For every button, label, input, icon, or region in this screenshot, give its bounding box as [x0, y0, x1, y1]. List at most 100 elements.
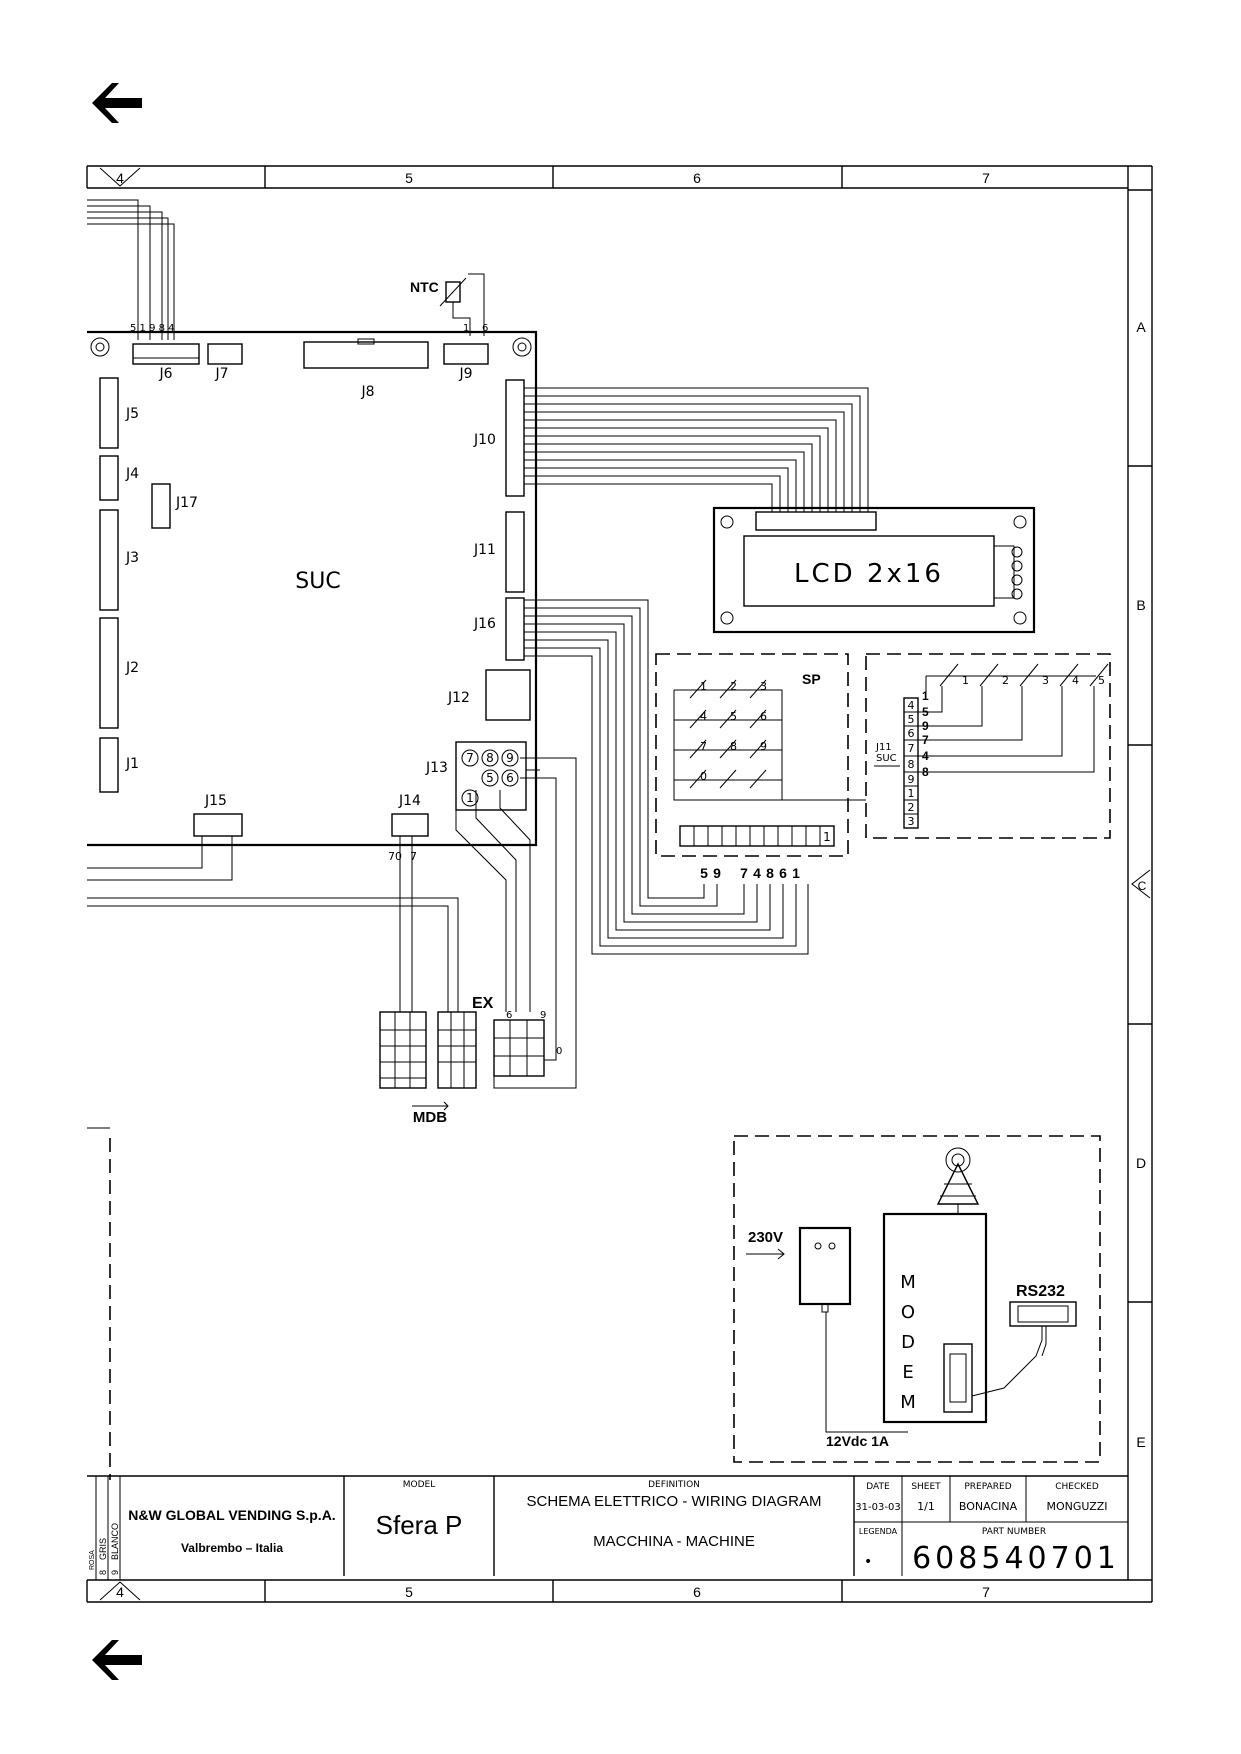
- connector-j8: [303, 341, 429, 369]
- svg-text:3: 3: [1042, 674, 1049, 687]
- power-adapter: [798, 1226, 852, 1306]
- j9-pin-1: 1: [463, 323, 469, 334]
- svg-text:4: 4: [922, 749, 929, 763]
- key: 4: [700, 710, 707, 723]
- col-label-bottom: 4: [116, 1584, 124, 1600]
- key: 1: [700, 680, 707, 693]
- svg-text:9: 9: [713, 865, 721, 881]
- j15-j14-wires: [87, 757, 577, 1089]
- checked-header: CHECKED: [1055, 1482, 1099, 1492]
- antenna-icon: [936, 1147, 980, 1214]
- svg-text:1: 1: [962, 674, 969, 687]
- j12-label: J12: [447, 690, 470, 706]
- connector-j9: [443, 343, 489, 365]
- svg-text:GRIS: GRIS: [98, 1538, 108, 1560]
- svg-text:6: 6: [779, 865, 787, 881]
- j10-label: J10: [473, 432, 496, 448]
- row-label: A: [1136, 319, 1146, 335]
- svg-text:1: 1: [908, 787, 915, 800]
- svg-text:8: 8: [98, 1570, 108, 1575]
- date-header: DATE: [866, 1482, 890, 1492]
- back-arrow-top[interactable]: [92, 83, 144, 123]
- j13-pin: 1: [466, 791, 474, 805]
- keypad-bus-wires: [524, 599, 809, 955]
- row-labels: A B C D E: [1136, 319, 1147, 1450]
- button-panel: 1 2 3 4 5 4 5 6 7 8 9 1 2 3 1 5 9 7 4 8 …: [865, 653, 1111, 839]
- sheet-value: 1/1: [917, 1500, 935, 1513]
- lcd-bus-wires: [524, 387, 869, 512]
- key: 5: [730, 710, 737, 723]
- j9-pin-6: 6: [482, 323, 488, 334]
- svg-text:7: 7: [908, 742, 915, 755]
- ntc-label: NTC: [410, 279, 439, 295]
- j16-label: J16: [473, 616, 496, 632]
- svg-text:8: 8: [922, 765, 929, 779]
- modem-block: 230V M O D E M RS232 12Vd: [733, 1135, 1101, 1463]
- col-label-top: 5: [405, 170, 413, 186]
- col-label-bottom: 5: [405, 1584, 413, 1600]
- connector-j16: [505, 597, 525, 661]
- keypad-terminal-pin: 1: [823, 830, 831, 844]
- part-number-value: 608540701: [912, 1541, 1120, 1576]
- j3-label: J3: [125, 550, 139, 566]
- j7-label: J7: [214, 366, 228, 382]
- svg-text:3: 3: [908, 815, 915, 828]
- j4-label: J4: [125, 466, 139, 482]
- connector-j10: [505, 379, 525, 497]
- column-labels: 4 5 6 7 4 5 6 7: [116, 170, 990, 1600]
- connector-j2: [99, 617, 119, 729]
- svg-text:9: 9: [540, 1010, 546, 1021]
- mdb-label: MDB: [413, 1109, 447, 1126]
- title-block: ROSA GRIS BLANCO 8 9 N&W GLOBAL VENDING …: [87, 1475, 1128, 1580]
- j8-label: J8: [360, 384, 374, 400]
- svg-text:8: 8: [766, 865, 774, 881]
- j13-pin: 9: [506, 751, 514, 765]
- sheet-header: SHEET: [911, 1482, 941, 1492]
- connector-j14: [391, 813, 429, 837]
- legend-header: LEGENDA: [859, 1527, 898, 1536]
- connector-j7: [207, 343, 243, 365]
- j14-pin: 7: [410, 850, 417, 863]
- j14-label: J14: [398, 793, 421, 809]
- arrow-left-icon: [92, 1640, 142, 1680]
- svg-text:4: 4: [1072, 674, 1079, 687]
- back-arrow-bottom[interactable]: [92, 1640, 144, 1680]
- rs232-connector: [1009, 1301, 1077, 1327]
- col-label-top: 6: [693, 170, 701, 186]
- svg-text:4: 4: [908, 699, 915, 712]
- svg-text:J11: J11: [875, 742, 892, 753]
- prepared-header: PREPARED: [964, 1482, 1011, 1492]
- company-name: N&W GLOBAL VENDING S.p.A.: [128, 1507, 335, 1523]
- svg-text:5: 5: [908, 713, 915, 726]
- j6-pin-labels: 5 1 9 8 4: [130, 323, 175, 334]
- ex-label: EX: [472, 995, 494, 1012]
- date-value: 31-03-03: [855, 1502, 900, 1513]
- key: 3: [760, 680, 767, 693]
- j5-label: J5: [125, 406, 139, 422]
- row-label: D: [1136, 1155, 1146, 1171]
- j11-label: J11: [473, 542, 496, 558]
- company-location: Valbrembo – Italia: [181, 1541, 283, 1555]
- row-label: E: [1136, 1434, 1145, 1450]
- svg-text:9: 9: [922, 719, 929, 733]
- j9-label: J9: [458, 366, 472, 382]
- keypad: SP 1 2 3 4 5 6 7 8 9 0: [655, 653, 866, 857]
- col-label-top: 7: [982, 170, 990, 186]
- svg-text:2: 2: [908, 801, 915, 814]
- svg-text:1: 1: [792, 865, 800, 881]
- ntc-sensor: NTC: [410, 273, 485, 336]
- svg-text:D: D: [901, 1332, 915, 1353]
- modem-body: [882, 1212, 988, 1424]
- svg-text:9: 9: [110, 1570, 120, 1575]
- svg-text:6: 6: [908, 727, 915, 740]
- model-header: MODEL: [403, 1480, 435, 1490]
- svg-text:SUC: SUC: [876, 753, 897, 764]
- key: 6: [760, 710, 767, 723]
- j15-label: J15: [204, 793, 227, 809]
- j13-label: J13: [425, 760, 448, 776]
- connector-j3: [99, 509, 119, 611]
- svg-text:5: 5: [1098, 674, 1105, 687]
- j13-pin: 6: [506, 771, 514, 785]
- definition-line-2: MACCHINA - MACHINE: [593, 1533, 755, 1550]
- j17-label: J17: [175, 495, 198, 511]
